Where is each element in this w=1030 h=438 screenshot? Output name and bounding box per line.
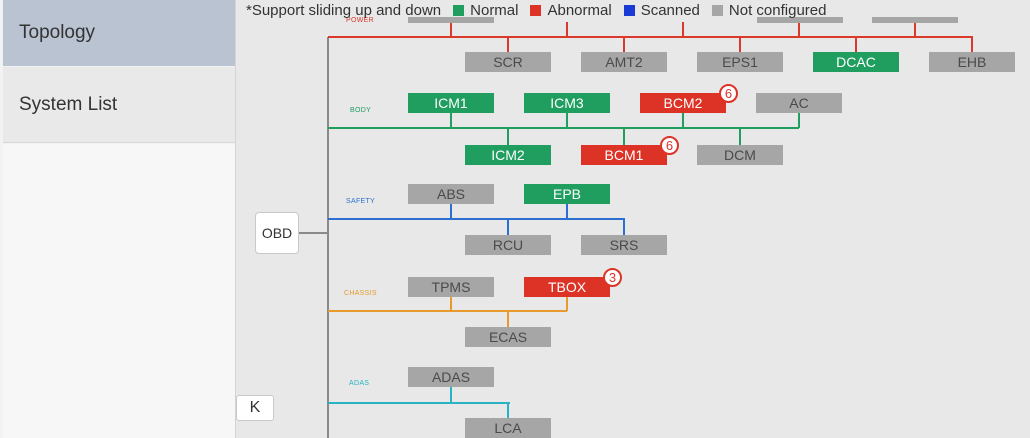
sidebar-item-topology[interactable]: Topology — [3, 0, 235, 66]
legend-swatch-scanned — [623, 4, 635, 16]
category-label-adas: ADAS — [349, 380, 370, 387]
sidebar-item-label: System List — [19, 93, 118, 115]
module-node-epb[interactable]: EPB — [524, 184, 610, 204]
module-node-icm1[interactable]: ICM1 — [408, 93, 494, 113]
module-node-tpms[interactable]: TPMS — [408, 277, 494, 297]
module-node-dcac[interactable]: DCAC — [813, 52, 899, 72]
legend-swatch-normal — [453, 4, 465, 16]
module-node-abs[interactable]: ABS — [408, 184, 494, 204]
sidebar-empty-area — [3, 144, 235, 438]
module-node-ehb[interactable]: EHB — [929, 52, 1015, 72]
module-node-ac[interactable]: AC — [756, 93, 842, 113]
module-node-ecas[interactable]: ECAS — [465, 327, 551, 347]
module-node-icm2[interactable]: ICM2 — [465, 145, 551, 165]
category-label-chassis: CHASSIS — [344, 290, 377, 297]
module-node-tbox[interactable]: TBOX — [524, 277, 610, 297]
category-label-body: BODY — [350, 107, 372, 114]
module-node-adas[interactable]: ADAS — [408, 367, 494, 387]
sidebar-item-label: Topology — [19, 22, 96, 43]
category-label-power: POWER — [346, 17, 374, 24]
module-node-amt2[interactable]: AMT2 — [581, 52, 667, 72]
module-node-rcu[interactable]: RCU — [465, 235, 551, 255]
module-node-eps1[interactable]: EPS1 — [697, 52, 783, 72]
module-node-partial[interactable] — [408, 17, 494, 23]
legend-swatch-abnormal — [530, 4, 542, 16]
sidebar: Topology System List — [0, 0, 236, 438]
legend-label-scanned: Scanned — [640, 1, 700, 19]
module-node-lca[interactable]: LCA — [465, 418, 551, 438]
status-legend: *Support sliding up and down Normal Abno… — [246, 0, 826, 20]
legend-swatch-not-configured — [711, 4, 723, 16]
module-node-bcm1[interactable]: BCM1 — [581, 145, 667, 165]
module-node-partial[interactable] — [757, 17, 843, 23]
legend-label-abnormal: Abnormal — [547, 1, 612, 19]
module-node-partial[interactable] — [872, 17, 958, 23]
legend-label-normal: Normal — [470, 1, 519, 19]
module-node-icm3[interactable]: ICM3 — [524, 93, 610, 113]
module-node-bcm2[interactable]: BCM2 — [640, 93, 726, 113]
scroll-hint: *Support sliding up and down — [246, 1, 442, 19]
fault-count-badge: 6 — [660, 136, 679, 155]
sidebar-item-system-list[interactable]: System List — [3, 67, 235, 143]
module-node-scr[interactable]: SCR — [465, 52, 551, 72]
collapse-button[interactable]: K — [236, 395, 274, 421]
fault-count-badge: 6 — [719, 84, 738, 103]
module-node-dcm[interactable]: DCM — [697, 145, 783, 165]
legend-label-not-configured: Not configured — [728, 1, 827, 19]
fault-count-badge: 3 — [603, 268, 622, 287]
module-node-srs[interactable]: SRS — [581, 235, 667, 255]
category-label-safety: SAFETY — [346, 198, 376, 205]
obd-node[interactable]: OBD — [255, 212, 299, 254]
